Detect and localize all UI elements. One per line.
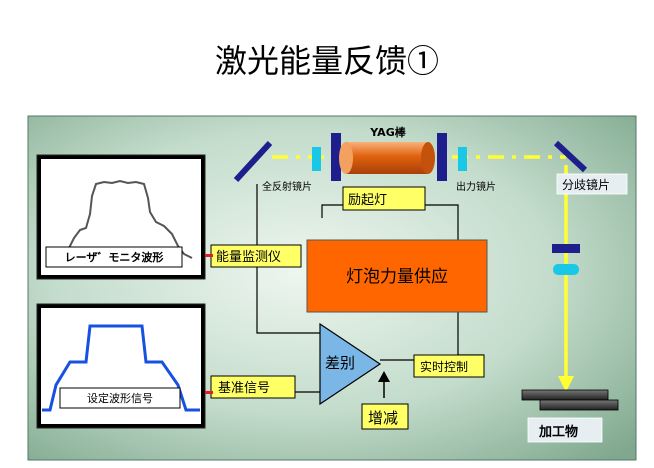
- rear-plate-icon: [331, 133, 341, 181]
- monitor-waveform-trace: [49, 179, 193, 259]
- yag-rod-label-box: YAG棒: [369, 125, 406, 139]
- realtime-control-box: [413, 354, 485, 378]
- full-mirror-label: 全反射镜片: [262, 180, 312, 193]
- focus-lens-icon: [553, 264, 579, 275]
- power-supply-box: [306, 239, 488, 313]
- energy-monitor-label: 能量监测仪: [216, 250, 281, 265]
- splitter-mirror-icon: [553, 140, 588, 173]
- reference-signal-box: [210, 375, 296, 399]
- full-mirror-lens-icon: [312, 147, 321, 171]
- reference-signal-label: 基准信号: [218, 381, 270, 396]
- front-plate-icon: [437, 133, 447, 181]
- monitor-signal-connector: [205, 254, 213, 257]
- set-waveform-label: 设定波形信号: [87, 391, 153, 405]
- output-mirror-lens-icon: [458, 147, 467, 171]
- excitation-lamp-box: [342, 186, 426, 211]
- splitter-mirror-label: 分歧镜片: [562, 177, 610, 192]
- adjust-box: [361, 403, 409, 430]
- workpiece-label: 加工物: [538, 424, 578, 440]
- power-supply-label: 灯泡力量供应: [346, 267, 448, 287]
- set-waveform-panel: 设定波形信号: [36, 303, 206, 429]
- adjust-label: 增减: [368, 409, 398, 427]
- full-reflection-mirror-icon: [233, 140, 273, 183]
- reference-signal-connector: [205, 391, 213, 394]
- yag-rod-icon: [339, 142, 435, 174]
- comparator-label: 差别: [325, 354, 355, 372]
- workpiece-label-box: [527, 417, 603, 443]
- output-mirror-label: 出力镜片: [456, 180, 496, 193]
- yag-rod-label: YAG棒: [369, 125, 406, 139]
- excitation-lamp-label: 励起灯: [348, 193, 387, 208]
- adjust-arrow-icon: [378, 371, 390, 382]
- laser-monitor-label: レーザ゛モニタ波形: [65, 250, 164, 264]
- realtime-control-label: 实时控制: [420, 359, 468, 374]
- comparator-icon: [319, 322, 382, 406]
- splitter-label-box: [556, 173, 628, 195]
- focus-plate-icon: [552, 244, 580, 253]
- workpiece-icon: [521, 389, 619, 411]
- page-title: 激光能量反馈①: [214, 42, 439, 80]
- laser-monitor-panel: レーザ゛モニタ波形: [36, 154, 206, 280]
